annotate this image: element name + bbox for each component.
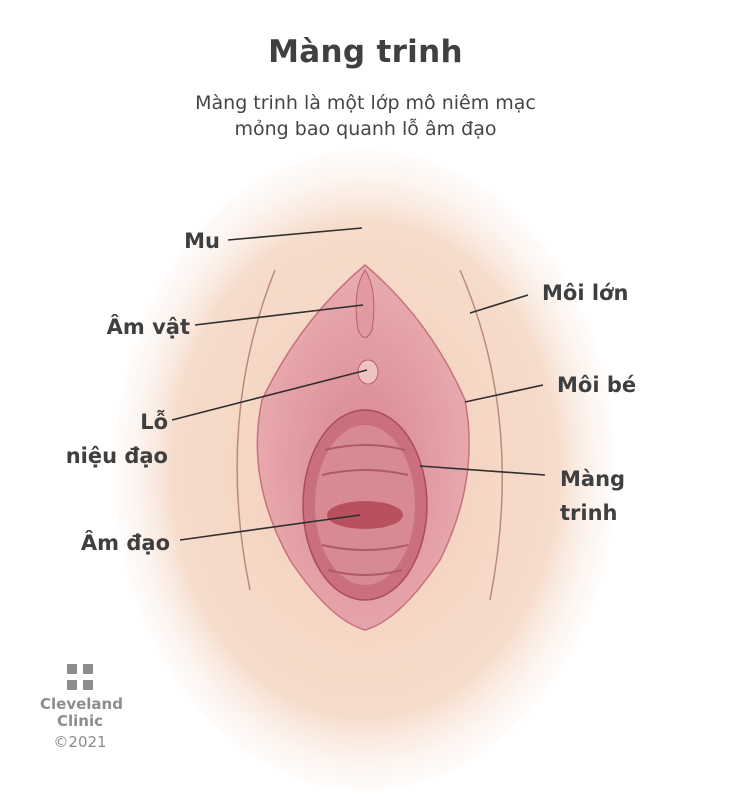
subtitle-line-2: mỏng bao quanh lỗ âm đạo	[234, 118, 497, 140]
label-mons: Mu	[184, 229, 220, 253]
diagram-subtitle: Màng trinh là một lớp mô niêm mạc mỏng b…	[0, 90, 731, 142]
diagram-title: Màng trinh	[268, 34, 463, 70]
label-hymen-line-1: Màng	[560, 467, 626, 491]
label-vaginal-opening: Âm đạo	[80, 531, 170, 555]
leader-line-labia-majora	[469, 294, 529, 314]
subtitle-line-1: Màng trinh là một lớp mô niêm mạc	[195, 92, 536, 114]
label-labia-majora: Môi lớn	[542, 281, 629, 305]
leader-line-hymen	[419, 465, 546, 476]
label-urethral-opening-line-1: Lỗ	[140, 410, 168, 434]
label-urethral-opening-line-2: niệu đạo	[65, 444, 168, 468]
copyright-text: ©2021	[53, 733, 107, 751]
leader-line-mons	[227, 227, 363, 241]
label-urethral-opening: Lỗ niệu đạo	[30, 405, 168, 473]
logo-name-line-2: Clinic	[56, 712, 103, 730]
label-hymen-line-2: trinh	[560, 501, 618, 525]
inner-tissue-region	[256, 264, 470, 631]
label-labia-minora: Môi bé	[557, 373, 637, 397]
leader-line-vaginal-opening	[179, 514, 361, 541]
leader-line-labia-minora	[464, 384, 544, 403]
cleveland-clinic-logo: Cleveland Clinic ©2021	[40, 664, 123, 752]
label-clitoris: Âm vật	[106, 315, 190, 339]
label-hymen: Màng trinh	[560, 462, 625, 530]
leader-line-urethral-opening	[171, 369, 368, 421]
cleveland-clinic-logo-icon	[67, 664, 93, 690]
logo-name-line-1: Cleveland	[40, 695, 123, 713]
leader-lines	[171, 227, 546, 541]
leader-line-clitoris	[194, 304, 364, 326]
